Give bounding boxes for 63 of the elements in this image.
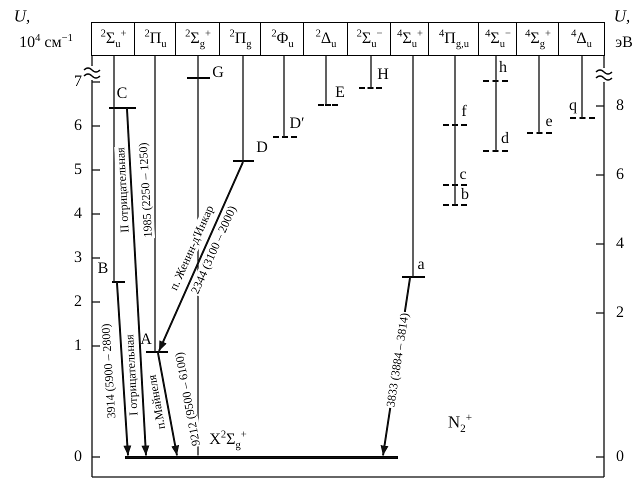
tick-label: 6 (73, 117, 83, 135)
tick-label: 1 (73, 337, 83, 355)
level-label: B (97, 261, 109, 277)
tick-label: 2 (73, 293, 83, 311)
tick-label: 7 (73, 73, 83, 91)
term-symbol-cell: $^{4}$Δ$_{u}$ (558, 22, 605, 56)
level-label: b (460, 187, 470, 203)
term-symbol-cell: $^{2}$Π$_{u}$ (134, 22, 177, 56)
level-label: c (458, 167, 468, 183)
term-symbol-cell: $^{2}$Π$_{g}$ (219, 22, 262, 56)
stem-line (454, 126, 456, 184)
edge-label: 1985 (2250 – 1250) (136, 142, 156, 240)
transition-arrow (126, 108, 150, 456)
stem-line (154, 56, 156, 351)
level-label: H (376, 67, 390, 83)
stem-line (581, 56, 583, 117)
stem-line (113, 56, 115, 107)
stem-line (454, 56, 456, 124)
tick-label: 8 (615, 97, 625, 115)
stem-line (283, 56, 285, 136)
term-symbol-cell: $^{2}$Φ$_{u}$ (260, 22, 305, 56)
level-label: D (255, 140, 269, 156)
stem-line (325, 56, 327, 104)
stem-line (197, 56, 199, 77)
level-label: e (544, 114, 554, 130)
tick-label: 3 (73, 249, 83, 267)
level-label: d (500, 131, 510, 147)
level-label: A (140, 332, 152, 348)
level-label: C (116, 86, 128, 102)
level-label: q (568, 98, 578, 114)
tick-label: 5 (73, 161, 83, 179)
axis-label: U, (12, 8, 32, 26)
level-label: h (498, 60, 508, 76)
tick-label: 2 (615, 304, 625, 322)
term-symbol-cell: $^{4}$Π$_{g,u}$ (428, 22, 480, 56)
stem-line (538, 56, 540, 132)
level-label: f (460, 104, 468, 120)
stem-line (412, 56, 414, 276)
level-label: a (416, 257, 426, 273)
edge-label: 3914 (5900 – 2800) (99, 322, 119, 420)
tick-label: 0 (73, 448, 83, 466)
level-label: D′ (289, 116, 305, 132)
tick-label: 6 (615, 166, 625, 184)
level-label: E (334, 85, 346, 101)
transition-arrow (116, 282, 132, 456)
energy-level (125, 456, 398, 458)
tick-label: 4 (73, 205, 83, 223)
edge-label: 3833 (3884 – 3814) (384, 310, 412, 409)
stem-line (370, 56, 372, 87)
transition-arrow (157, 352, 180, 456)
stem-line (495, 82, 497, 150)
axis-label: 10$^{4}$ см$^{−1}$ (18, 34, 74, 52)
axis-label: U, (612, 8, 632, 26)
term-symbol-cell: $^{2}$Δ$_{u}$ (303, 22, 349, 56)
stem-line (242, 56, 244, 160)
transition-arrow (158, 162, 244, 352)
stem-line (454, 186, 456, 204)
tick-label: 4 (615, 235, 625, 253)
stem-line (113, 109, 115, 281)
axis-label: эВ (614, 34, 634, 52)
level-label: G (212, 65, 224, 81)
tick-label: 0 (615, 448, 625, 466)
stem-line (495, 56, 497, 80)
